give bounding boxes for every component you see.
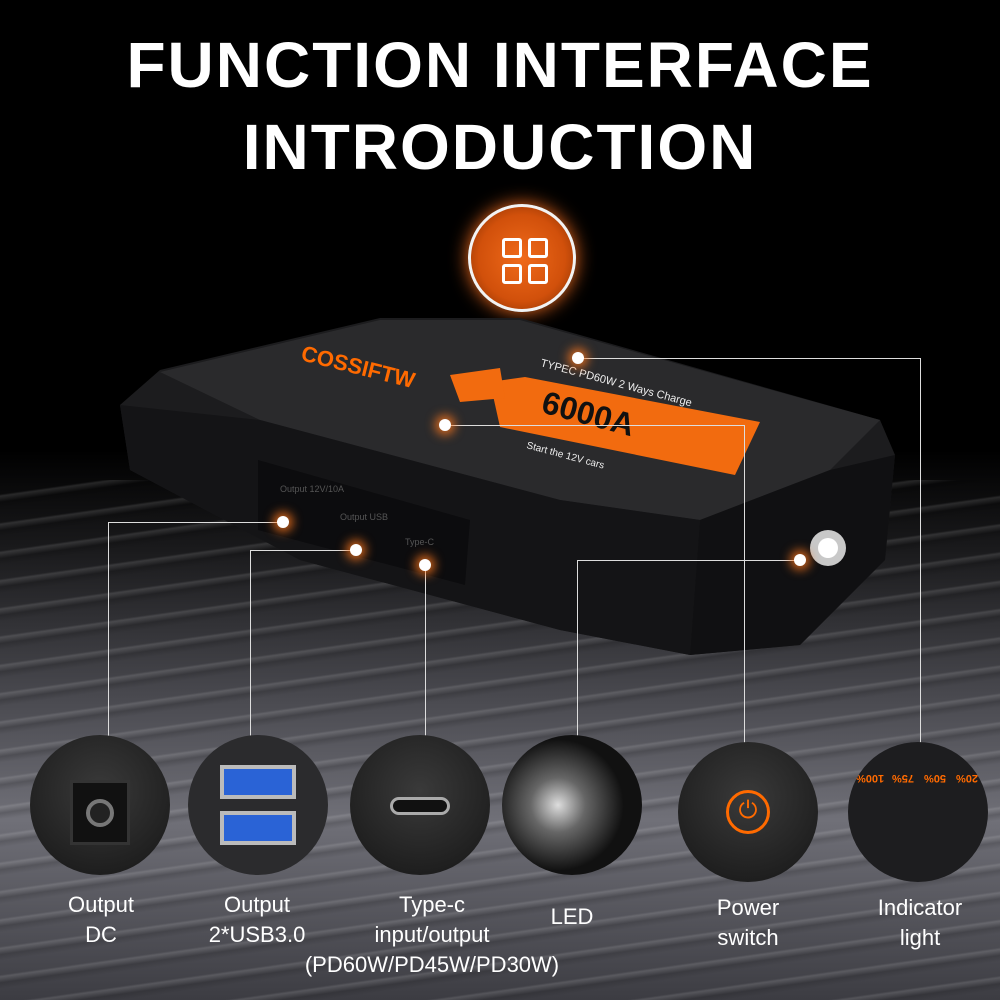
callout-dot-dc xyxy=(277,516,289,528)
callout-line xyxy=(250,550,356,551)
callout-line xyxy=(577,560,578,745)
port-label-dc: Output 12V/10A xyxy=(280,484,344,494)
callout-line xyxy=(578,358,920,359)
callout-dot-typec xyxy=(419,559,431,571)
callout-line xyxy=(445,425,744,426)
callout-line xyxy=(250,550,251,748)
typec-port-detail xyxy=(350,735,490,875)
led-detail xyxy=(502,735,642,875)
page-title-line1: FUNCTION INTERFACE xyxy=(126,29,874,101)
indicator-level: 75% xyxy=(892,772,915,784)
dc-port-detail xyxy=(30,735,170,875)
callout-line xyxy=(744,425,745,760)
indicator-level: 50% xyxy=(924,772,947,784)
callout-dot-led xyxy=(794,554,806,566)
callout-dot-usb xyxy=(350,544,362,556)
callout-line xyxy=(108,522,109,744)
callout-dot-power xyxy=(439,419,451,431)
indicator-level: 100% xyxy=(856,772,885,784)
callout-line xyxy=(425,565,426,750)
page-title-line2: INTRODUCTION xyxy=(242,111,758,183)
indicator-light-detail: 100% 75% 50% 20% xyxy=(848,742,988,882)
port-label-usb: Output USB xyxy=(340,512,388,522)
power-switch-detail: ⏻ xyxy=(678,742,818,882)
port-label-typec: Type-C xyxy=(405,537,435,547)
callout-line xyxy=(108,522,283,523)
usb-port-detail xyxy=(188,735,328,875)
label-led: LED xyxy=(550,904,594,929)
callout-line xyxy=(577,560,800,561)
callout-line xyxy=(920,358,921,755)
callout-dot-indicator xyxy=(572,352,584,364)
grid-icon xyxy=(468,204,576,312)
power-icon: ⏻ xyxy=(726,790,770,834)
indicator-level: 20% xyxy=(956,772,979,784)
